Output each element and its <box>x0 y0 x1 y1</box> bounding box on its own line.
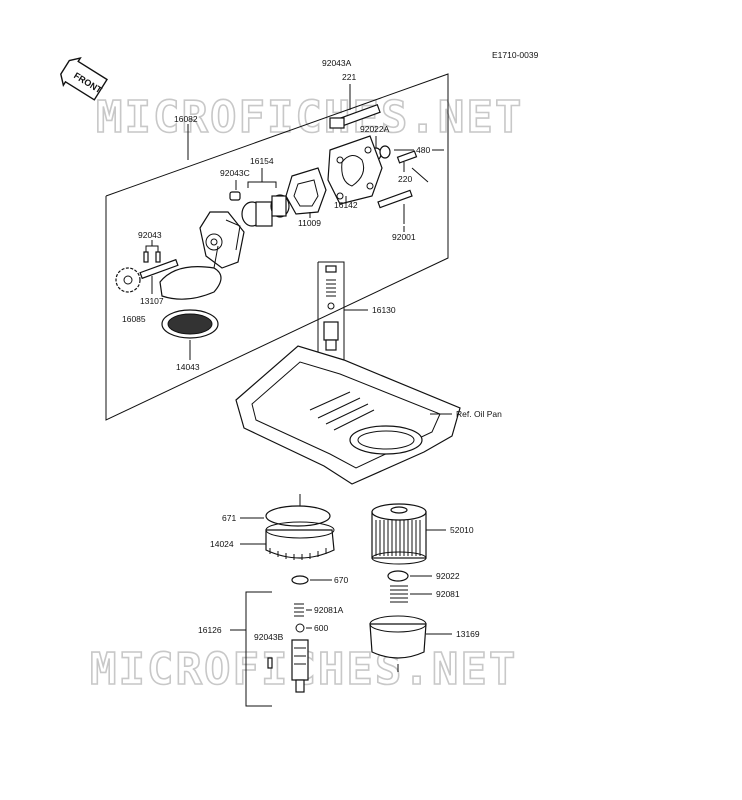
label-14043: 14043 <box>176 362 200 372</box>
label-16154: 16154 <box>250 156 274 166</box>
pin-92043c <box>229 180 241 201</box>
oil-pan <box>235 345 461 485</box>
label-480: 480 <box>416 145 430 155</box>
sprocket-16085 <box>115 267 141 293</box>
filter-14024 <box>240 521 335 560</box>
label-92081: 92081 <box>436 589 460 599</box>
label-671: 671 <box>222 513 236 523</box>
oil-filter-52010 <box>371 503 446 565</box>
rotors-16154 <box>241 168 290 227</box>
label-52010: 52010 <box>450 525 474 535</box>
filter-cover-13169 <box>369 615 452 672</box>
pump-body <box>199 211 245 269</box>
label-92043: 92043 <box>138 230 162 240</box>
label-221: 221 <box>342 72 356 82</box>
label-ref-oil-pan: Ref. Oil Pan <box>456 409 502 419</box>
label-92001: 92001 <box>392 232 416 242</box>
oring-671 <box>240 494 331 527</box>
bolt-221 <box>329 84 381 129</box>
label-92043a: 92043A <box>322 58 352 68</box>
label-92043c: 92043C <box>220 168 250 178</box>
label-16142: 16142 <box>334 200 358 210</box>
label-11009: 11009 <box>298 218 321 228</box>
bolt-220 <box>377 189 413 209</box>
shaft-13107 <box>139 258 179 294</box>
label-670: 670 <box>334 575 348 585</box>
pump-cover-16142 <box>327 135 383 205</box>
front-arrow-icon: FRONT <box>60 57 108 101</box>
label-13107: 13107 <box>140 296 164 306</box>
watermark-top: MICROFICHES.NET <box>96 92 523 143</box>
label-16130: 16130 <box>372 305 396 315</box>
oil-screen-14043 <box>161 309 219 360</box>
strainer-cover <box>159 245 222 300</box>
label-16126: 16126 <box>198 625 222 635</box>
label-14024: 14024 <box>210 539 234 549</box>
gasket-11009 <box>285 167 327 218</box>
leader-lines <box>403 149 444 232</box>
washer-92022 <box>387 570 432 582</box>
spring-92081 <box>390 585 432 603</box>
label-92022: 92022 <box>436 571 460 581</box>
label-92022a: 92022A <box>360 124 390 134</box>
label-16082: 16082 <box>174 114 198 124</box>
label-600: 600 <box>314 623 328 633</box>
diagram-code: E1710-0039 <box>492 50 539 60</box>
pump-assembly-bracket <box>105 73 449 421</box>
label-13169: 13169 <box>456 629 480 639</box>
label-16085: 16085 <box>122 314 146 324</box>
pin-92043 <box>143 240 161 263</box>
oring-670 <box>291 575 332 585</box>
bypass-valve-16126 <box>230 591 312 707</box>
bolt-480 <box>394 149 418 172</box>
label-92043b: 92043B <box>254 632 284 642</box>
label-220: 220 <box>398 174 412 184</box>
label-92081a: 92081A <box>314 605 344 615</box>
relief-valve-16130 <box>317 261 368 375</box>
